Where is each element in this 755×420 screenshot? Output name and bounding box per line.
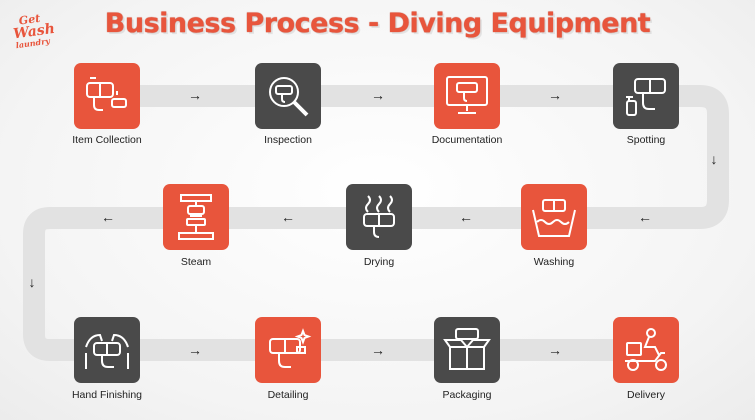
scooter-delivery-icon: [625, 328, 667, 371]
arrow-down: ↓: [710, 151, 718, 167]
step-label-washing: Washing: [533, 256, 575, 268]
hands-mask-icon: [85, 333, 129, 369]
arrow-right: →: [548, 87, 562, 103]
page-title: Business Process - Diving Equipment: [104, 8, 651, 39]
steamer-mask-icon: [178, 194, 214, 240]
packaging-tile: [434, 317, 500, 383]
arrow-right: →: [371, 342, 385, 358]
step-label-item-collection: Item Collection: [72, 134, 142, 146]
box-mask-icon: [443, 328, 491, 370]
monitor-mask-icon: [446, 76, 488, 114]
drying-mask-icon: [363, 195, 395, 238]
arrow-left: ←: [101, 209, 115, 225]
arrow-right: →: [188, 342, 202, 358]
steam-tile: [163, 184, 229, 250]
arrow-left: ←: [281, 209, 295, 225]
arrow-right: →: [188, 87, 202, 103]
arrow-left: ←: [638, 209, 652, 225]
step-label-hand-finishing: Hand Finishing: [71, 389, 143, 401]
sparkle-mask-icon: [269, 328, 312, 368]
drying-tile: [346, 184, 412, 250]
inspection-tile: [255, 63, 321, 129]
spray-mask-icon: [626, 78, 666, 116]
step-label-steam: Steam: [180, 256, 212, 268]
step-label-spotting: Spotting: [626, 134, 666, 146]
step-label-documentation: Documentation: [431, 134, 503, 146]
magnifier-mask-icon: [269, 77, 309, 117]
washing-tile: [521, 184, 587, 250]
detailing-tile: [255, 317, 321, 383]
delivery-tile: [613, 317, 679, 383]
step-label-drying: Drying: [363, 256, 395, 268]
arrow-right: →: [371, 87, 385, 103]
step-label-delivery: Delivery: [627, 389, 665, 401]
spotting-tile: [613, 63, 679, 129]
basin-mask-icon: [532, 199, 576, 237]
item-collection-tile: [74, 63, 140, 129]
step-label-detailing: Detailing: [267, 389, 309, 401]
step-label-inspection: Inspection: [264, 134, 312, 146]
documentation-tile: [434, 63, 500, 129]
arrow-down: ↓: [28, 274, 36, 290]
diving-mask-icon: [86, 77, 127, 111]
arrow-left: ←: [459, 209, 473, 225]
arrow-right: →: [548, 342, 562, 358]
step-label-packaging: Packaging: [442, 389, 492, 401]
hand-finishing-tile: [74, 317, 140, 383]
